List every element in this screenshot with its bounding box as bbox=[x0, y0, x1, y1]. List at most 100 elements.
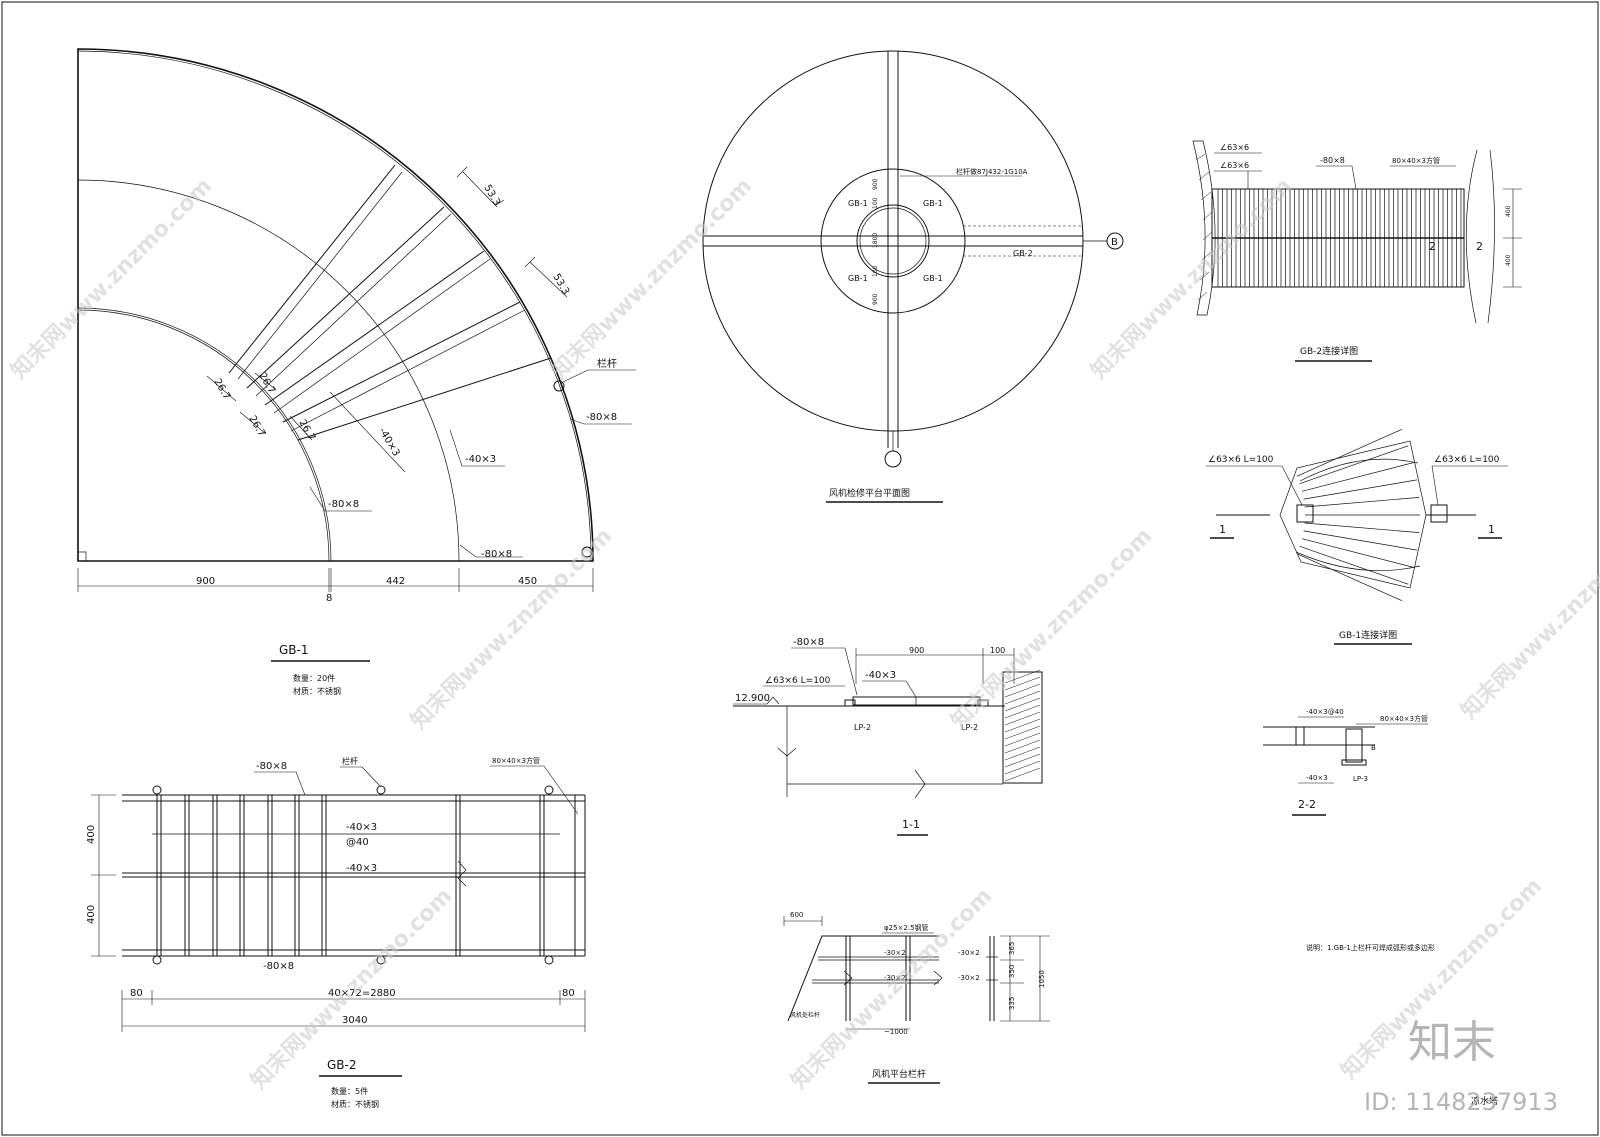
gb2-dim-total: 3040 bbox=[342, 1015, 367, 1026]
gb1-flat-label: -80×8 bbox=[481, 549, 512, 560]
plan-outer-circle bbox=[702, 50, 1084, 432]
gb1-outer-edge-inner bbox=[77, 50, 592, 562]
plan-axis-bubble bbox=[1106, 232, 1124, 250]
plan-dim: 100 bbox=[872, 197, 879, 209]
railing-label: 风机处栏杆 bbox=[790, 1011, 820, 1019]
gb1-detail-view: ∠63×6 L=100 ∠63×6 L=100 1 1 GB-1连接详图 bbox=[1206, 429, 1508, 645]
gb2-view: -80×8 栏杆 80×40×3方管 -40×3 @40 -40×3 -80×8… bbox=[86, 756, 586, 1109]
sec11-label: LP-2 bbox=[961, 723, 978, 732]
section-2-2-view: -40×3@40 80×40×3方管 -40×3 LP-3 B 2-2 bbox=[1263, 708, 1428, 816]
gb1-detail-label: ∠63×6 L=100 bbox=[1208, 455, 1274, 465]
sec11-label: ∠63×6 L=100 bbox=[765, 676, 831, 686]
railing-label: -30×2 bbox=[884, 949, 906, 957]
sec22-label: -40×3@40 bbox=[1306, 708, 1344, 716]
railing-dim: 365 bbox=[1008, 942, 1016, 955]
plan-gb1-label: GB-1 bbox=[848, 199, 868, 208]
plan-gb2-label: GB-2 bbox=[1013, 249, 1033, 258]
plan-axis-bubble-bottom bbox=[884, 450, 902, 468]
plan-dim: 100 bbox=[872, 265, 879, 277]
sec22-title: 2-2 bbox=[1298, 798, 1316, 811]
gb1-dim-53-3: 53.3 bbox=[481, 183, 502, 208]
gb1-radial-bar bbox=[264, 250, 485, 406]
gb2-title: GB-2 bbox=[327, 1058, 357, 1072]
watermark-logo: 知末 bbox=[1408, 1017, 1496, 1068]
railing-label: -30×2 bbox=[884, 974, 906, 982]
gb2-detail-label: ∠63×6 bbox=[1220, 143, 1249, 152]
gb2-detail-label: ∠63×6 bbox=[1220, 161, 1249, 170]
gb2-label: -80×8 bbox=[263, 961, 294, 972]
gb1-radial-bar bbox=[246, 206, 445, 389]
watermark-text: 知末网www.znzmo.com bbox=[1456, 513, 1600, 724]
gb1-corner-mark bbox=[77, 551, 87, 562]
gb2-material: 材质：不锈钢 bbox=[331, 1099, 379, 1109]
gb1-title: GB-1 bbox=[279, 643, 309, 657]
gb1-dim-26-7: 26.7 bbox=[211, 377, 232, 402]
gb1-dim-26-7: 26.7 bbox=[256, 371, 277, 396]
gb2-dim: 400 bbox=[86, 825, 97, 844]
railing-title: 风机平台栏杆 bbox=[872, 1068, 926, 1080]
plan-ring-inner bbox=[856, 204, 930, 278]
gb2-detail-label: 80×40×3方管 bbox=[1392, 156, 1440, 165]
gb2-dim: 400 bbox=[86, 905, 97, 924]
gb2-detail-dim: 400 bbox=[1505, 205, 1512, 217]
gb2-label: @40 bbox=[346, 837, 369, 848]
gb2-label: -40×3 bbox=[346, 822, 377, 833]
gb1-material: 材质：不锈钢 bbox=[293, 686, 341, 696]
plan-gb1-label: GB-1 bbox=[923, 199, 943, 208]
gb2-detail-title: GB-2连接详图 bbox=[1300, 345, 1358, 357]
plan-title: 风机检修平台平面图 bbox=[829, 487, 910, 499]
gb2-label: 栏杆 bbox=[342, 756, 358, 766]
plan-rail-note: 栏杆做87J432-1G10A bbox=[956, 167, 1028, 176]
gb2-detail-label: -80×8 bbox=[1320, 156, 1345, 165]
watermark-text: 知末网www.znzmo.com bbox=[786, 883, 997, 1094]
sec11-title: 1-1 bbox=[902, 818, 920, 831]
general-note: 说明：1.GB-1上栏杆可焊成弧形或多边形 bbox=[1306, 943, 1435, 952]
gb1-dim: 8 bbox=[326, 593, 332, 604]
sec22-label: LP-3 bbox=[1353, 775, 1368, 783]
gb1-arc-inner bbox=[77, 307, 332, 562]
sec11-elevation: 12.900 bbox=[735, 693, 770, 704]
railing-dim: 1050 bbox=[1038, 970, 1046, 988]
gb2-qty: 数量：5件 bbox=[331, 1086, 368, 1096]
plan-axis-label: B bbox=[1111, 237, 1118, 248]
gb1-arc-mid bbox=[77, 179, 460, 562]
watermark-text: 知末网www.znzmo.com bbox=[546, 173, 757, 384]
sec22-label: B bbox=[1371, 744, 1376, 752]
stamp-text: 凉水塔 bbox=[1471, 1095, 1498, 1107]
plan-dim: 900 bbox=[872, 293, 879, 305]
railing-dim: 350 bbox=[1008, 965, 1016, 978]
plan-dim: 1800 bbox=[872, 233, 879, 248]
gb2-dim: 80 bbox=[130, 988, 143, 999]
gb2-detail-dim: 400 bbox=[1505, 254, 1512, 266]
watermark-text: 知末网www.znzmo.com bbox=[946, 523, 1157, 734]
sec11-concrete-wall bbox=[1002, 671, 1043, 784]
gb1-detail-label: ∠63×6 L=100 bbox=[1434, 455, 1500, 465]
gb1-rail-post bbox=[581, 546, 593, 558]
gb1-rail-label: 栏杆 bbox=[597, 357, 617, 370]
gb1-radial-bar bbox=[297, 357, 552, 441]
plan-gb1-label: GB-1 bbox=[848, 274, 868, 283]
gb1-section-mark: 1 bbox=[1219, 523, 1226, 536]
gb1-qty: 数量：20件 bbox=[293, 673, 335, 683]
sec22-label: -40×3 bbox=[1306, 774, 1328, 782]
gb2-label: -40×3 bbox=[346, 863, 377, 874]
sec22-label: 80×40×3方管 bbox=[1380, 714, 1428, 723]
gb1-bar-label: -40×3 bbox=[376, 426, 401, 458]
sec11-dim: 900 bbox=[909, 646, 924, 655]
railing-dim: 335 bbox=[1008, 997, 1016, 1010]
gb1-section-mark: 1 bbox=[1488, 523, 1495, 536]
gb1-dim: 450 bbox=[518, 576, 537, 587]
gb1-outline bbox=[77, 48, 594, 562]
plan-gb1-label: GB-1 bbox=[923, 274, 943, 283]
gb2-detail-view: ∠63×6 ∠63×6 -80×8 80×40×3方管 400 400 2 2 … bbox=[1192, 140, 1522, 362]
sec11-label: LP-2 bbox=[854, 723, 871, 732]
gb1-rail-post bbox=[553, 380, 565, 392]
gb2-dim: 40×72=2880 bbox=[328, 988, 396, 999]
railing-label: ~1000 bbox=[884, 1028, 908, 1036]
railing-label: -30×2 bbox=[958, 974, 980, 982]
gb1-dim: 442 bbox=[386, 576, 405, 587]
railing-view: 600 φ25×2.5钢管 -30×2 -30×2 -30×2 -30×2 36… bbox=[783, 911, 1050, 1084]
gb2-label: 80×40×3方管 bbox=[492, 756, 540, 765]
